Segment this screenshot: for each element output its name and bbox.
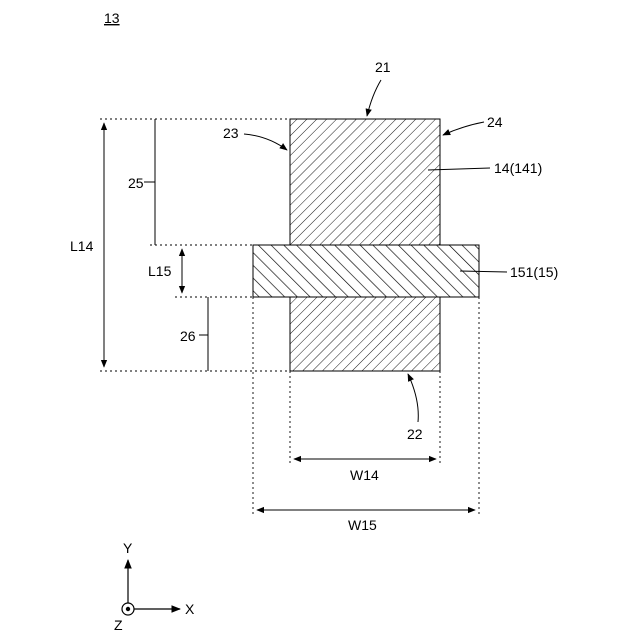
label-25: 25 bbox=[128, 175, 144, 191]
label-24: 24 bbox=[487, 114, 503, 130]
member-14-lower bbox=[290, 297, 440, 371]
member-14-upper bbox=[290, 119, 440, 245]
dimension-l15-label: L15 bbox=[148, 263, 172, 279]
dimension-w15-label: W15 bbox=[348, 517, 377, 533]
label-22-leader bbox=[408, 374, 418, 422]
label-151: 151(15) bbox=[510, 264, 558, 280]
y-axis-label: Y bbox=[123, 540, 133, 556]
label-23-leader bbox=[244, 134, 287, 150]
figure-label: 13 bbox=[104, 10, 120, 26]
label-14: 14(141) bbox=[494, 160, 542, 176]
label-24-leader bbox=[443, 122, 484, 135]
label-21: 21 bbox=[375, 59, 391, 75]
x-axis-label: X bbox=[185, 601, 195, 617]
member-15 bbox=[253, 245, 479, 297]
label-23: 23 bbox=[223, 125, 239, 141]
label-22: 22 bbox=[407, 426, 423, 442]
z-axis-label: Z bbox=[114, 617, 123, 633]
z-axis-dot bbox=[126, 607, 130, 611]
dimension-w14-label: W14 bbox=[350, 467, 379, 483]
dimension-l14-label: L14 bbox=[70, 238, 94, 254]
label-21-leader bbox=[367, 80, 381, 116]
label-26: 26 bbox=[180, 328, 196, 344]
coordinate-axes: Y X Z bbox=[114, 540, 195, 633]
